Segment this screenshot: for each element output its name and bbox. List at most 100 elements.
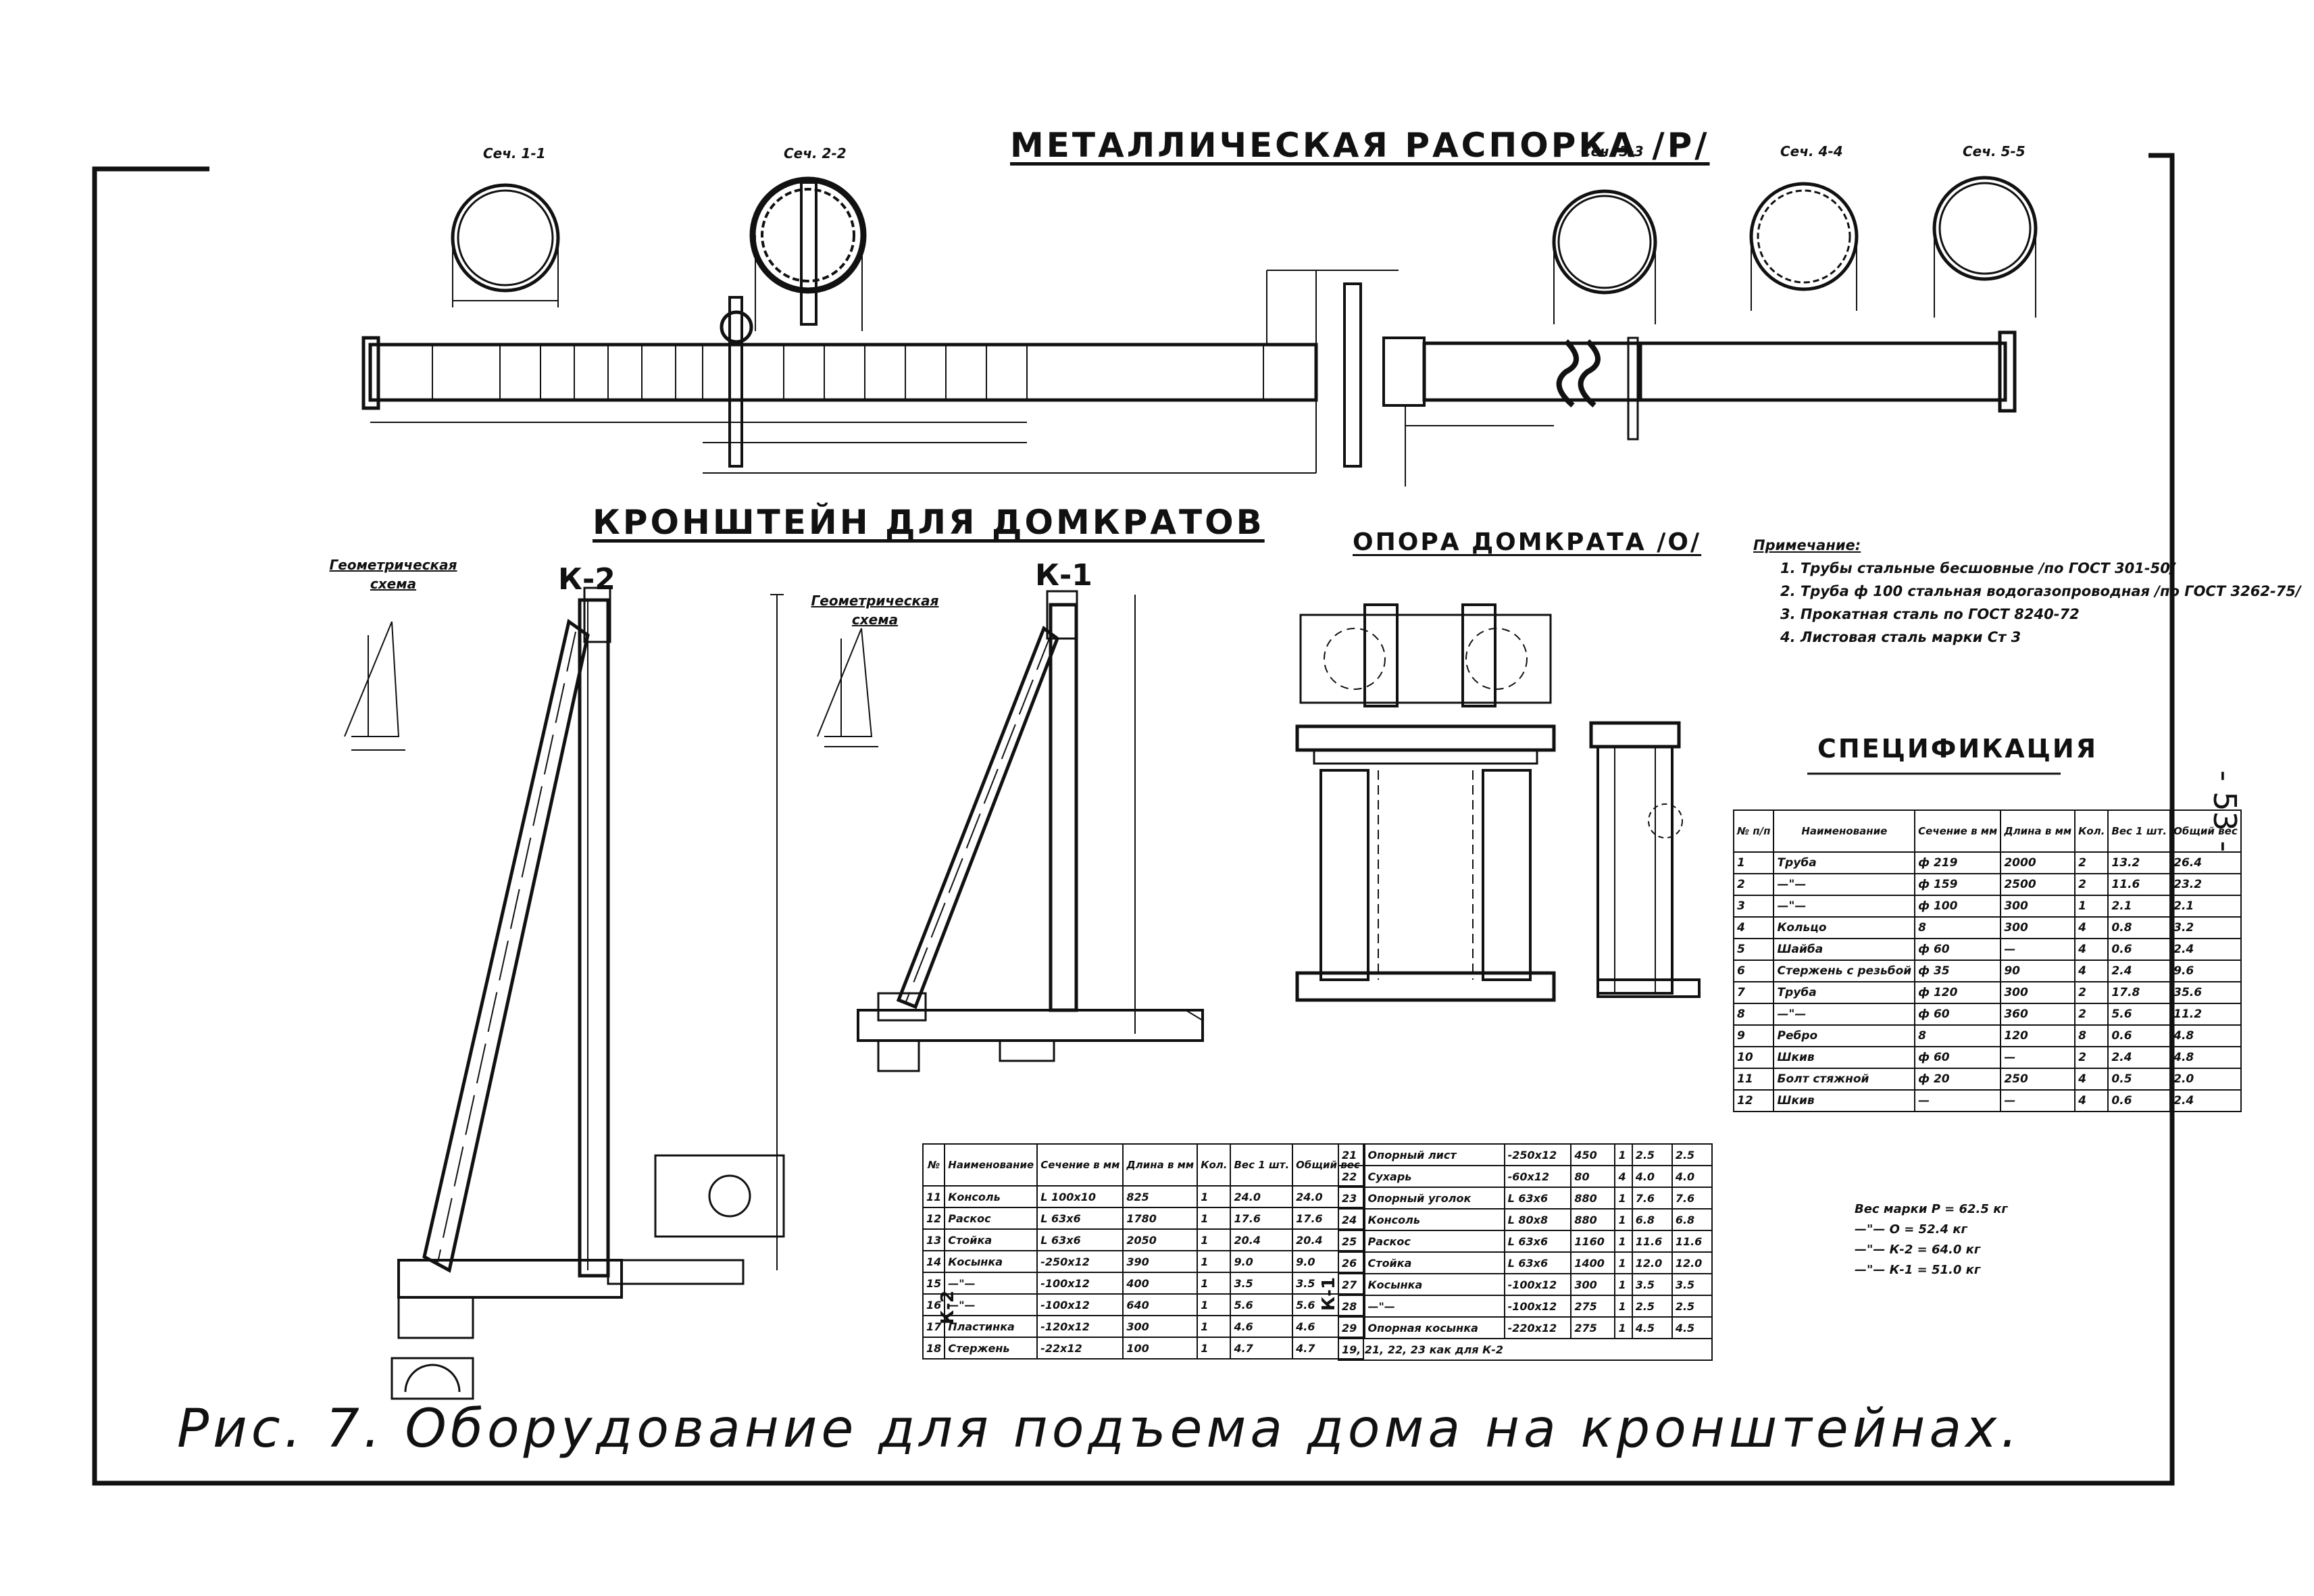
bottom-right-cell: 12.0 — [1671, 1251, 1713, 1274]
spec-table-cell: — — [2000, 1046, 2076, 1069]
spec-table-cell: ф 60 — [1914, 938, 2002, 961]
spec-header-qty: Кол. — [2074, 809, 2109, 853]
bottom-right-cell: 28 — [1338, 1295, 1365, 1318]
bottom-left-cell: 2050 — [1122, 1228, 1199, 1251]
spec-table-cell: 23.2 — [2169, 873, 2242, 896]
bottom-right-cell: 1 — [1614, 1273, 1633, 1296]
spec-table-cell: ф 159 — [1914, 873, 2002, 896]
spec-table-cell: 3 — [1732, 895, 1775, 918]
spec-table-cell: 300 — [2000, 916, 2076, 939]
spec-totals: Вес марки Р = 62.5 кг —"— О = 52.4 кг —"… — [1855, 1199, 2008, 1280]
spec-table-cell: 0.6 — [2107, 1024, 2171, 1047]
bottom-left-cell: 4.6 — [1230, 1315, 1294, 1338]
bottom-left-cell: 9.0 — [1230, 1250, 1294, 1273]
mark-k2: К-2 — [558, 562, 615, 597]
bottom-right-cell: 1400 — [1570, 1251, 1616, 1274]
bottom-right-cell: 25 — [1338, 1230, 1365, 1253]
bottom-right-cell: Сухарь — [1363, 1165, 1505, 1188]
bottom-right-cell: -220х12 — [1503, 1316, 1572, 1339]
bottom-right-cell: 11.6 — [1631, 1230, 1673, 1253]
bottom-right-cell: 80 — [1570, 1165, 1616, 1188]
bottom-right-cell: 7.6 — [1631, 1187, 1673, 1210]
spec-table-cell: 7 — [1732, 981, 1775, 1004]
spec-table-cell: Ребро — [1773, 1024, 1916, 1047]
spec-table-cell: 2.4 — [2107, 1046, 2171, 1069]
spec-table-cell: Стержень с резьбой — [1773, 959, 1916, 982]
bottom-left-header-row: № Наименование Сечение в мм Длина в мм К… — [922, 1143, 1364, 1187]
spec-header-length: Длина в мм — [2000, 809, 2076, 853]
spec-table-cell: 9 — [1732, 1024, 1775, 1047]
spec-table-cell: 11.6 — [2107, 873, 2171, 896]
spec-table-cell: 250 — [2000, 1068, 2076, 1091]
spec-table-cell: 300 — [2000, 981, 2076, 1004]
bottom-right-cell: 2.5 — [1671, 1143, 1713, 1166]
bottom-left-cell: 100 — [1122, 1337, 1199, 1360]
bottom-left-cell: 1 — [1197, 1337, 1232, 1360]
bottom-left-cell: 24.0 — [1230, 1185, 1294, 1208]
bottom-right-cell: 23 — [1338, 1187, 1365, 1210]
bottom-right-cell: L 63х6 — [1503, 1187, 1572, 1210]
bottom-right-cell: Стойка — [1363, 1251, 1505, 1274]
bottom-right-cell: 4 — [1614, 1165, 1633, 1188]
bottom-right-cell: 2.5 — [1671, 1295, 1713, 1318]
bottom-left-cell: 15 — [922, 1272, 946, 1295]
spec-table-cell: 2 — [1732, 873, 1775, 896]
spec-table-cell: 11.2 — [2169, 1003, 2242, 1026]
spec-table-cell: 4.8 — [2169, 1024, 2242, 1047]
spec-table-cell: 8 — [1732, 1003, 1775, 1026]
strut-cross-sections — [451, 176, 2038, 331]
bottom-left-cell: 640 — [1122, 1293, 1199, 1316]
bottom-left-cell: 11 — [922, 1185, 946, 1208]
bottom-right-cell: 1160 — [1570, 1230, 1616, 1253]
bottom-left-cell: 4.7 — [1230, 1337, 1294, 1360]
spec-table-cell: 360 — [2000, 1003, 2076, 1026]
bottom-left-cell: Пластинка — [944, 1315, 1038, 1338]
bottom-left-cell: -100х12 — [1036, 1272, 1124, 1295]
bottom-right-cell: -60х12 — [1503, 1165, 1572, 1188]
bottom-left-header-length: Длина в мм — [1122, 1143, 1199, 1187]
spec-table-cell: 2.4 — [2107, 959, 2171, 982]
bottom-right-cell: 1 — [1614, 1295, 1633, 1318]
bottom-left-cell: 3.5 — [1230, 1272, 1294, 1295]
bottom-right-cell: 12.0 — [1631, 1251, 1673, 1274]
bottom-left-cell: Стойка — [944, 1228, 1038, 1251]
bottom-left-cell: Стержень — [944, 1337, 1038, 1360]
bottom-right-cell: Опорная косынка — [1363, 1316, 1505, 1339]
bottom-right-cell: 22 — [1338, 1165, 1365, 1188]
spec-table-cell: 13.2 — [2107, 851, 2171, 874]
page-number: - 53 - — [2207, 770, 2243, 852]
bottom-left-cell: L 63х6 — [1036, 1207, 1124, 1230]
bottom-right-cell: L 63х6 — [1503, 1230, 1572, 1253]
bottom-left-cell: 18 — [922, 1337, 946, 1360]
bottom-table-left: № Наименование Сечение в мм Длина в мм К… — [922, 1143, 1364, 1360]
spec-table-cell: ф 35 — [1914, 959, 2002, 982]
bottom-right-cell: 2.5 — [1631, 1143, 1673, 1166]
spec-table-cell: 4 — [2074, 1068, 2109, 1091]
bottom-left-cell: 1 — [1197, 1272, 1232, 1295]
jack-support-title: ОПОРА ДОМКРАТА /О/ — [1353, 528, 1702, 556]
note-3: 3. Прокатная сталь по ГОСТ 8240-72 — [1780, 606, 2080, 622]
bottom-right-cell: 7.6 — [1671, 1187, 1713, 1210]
spec-table-cell: 10 — [1732, 1046, 1775, 1069]
section-label-2: Сеч. 2-2 — [784, 145, 847, 161]
bottom-right-cell: 880 — [1570, 1187, 1616, 1210]
bottom-left-cell: Консоль — [944, 1185, 1038, 1208]
spec-header-name: Наименование — [1773, 809, 1916, 853]
bottom-left-cell: 1780 — [1122, 1207, 1199, 1230]
spec-table-cell: 4.8 — [2169, 1046, 2242, 1069]
bottom-left-cell: 17 — [922, 1315, 946, 1338]
bottom-left-cell: -22х12 — [1036, 1337, 1124, 1360]
bottom-left-cell: Раскос — [944, 1207, 1038, 1230]
spec-table-cell: 4 — [1732, 916, 1775, 939]
